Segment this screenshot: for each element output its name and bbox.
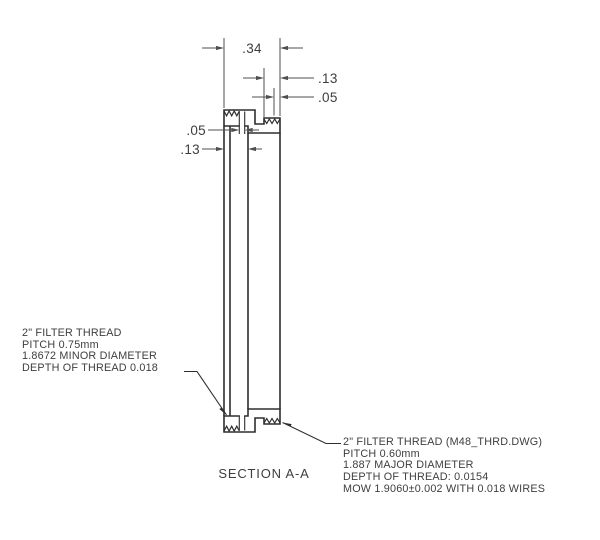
left-note-leader [184, 370, 227, 416]
dimension-lines [202, 38, 314, 152]
note-line: DEPTH OF THREAD: 0.0154 [343, 471, 489, 484]
right-note-leader [282, 422, 341, 445]
note-line: 1.887 MAJOR DIAMETER [343, 459, 474, 472]
dim-right-step-large: .13 [318, 71, 338, 86]
note-line: MOW 1.9060±0.002 WITH 0.018 WIRES [343, 482, 546, 495]
section-title: SECTION A-A [218, 466, 310, 481]
female-thread-note: 2" FILTER THREAD PITCH 0.75mm 1.8672 MIN… [22, 327, 158, 375]
male-thread-note: 2" FILTER THREAD (M48_THRD.DWG) PITCH 0.… [343, 436, 546, 495]
top-slot [239, 111, 245, 128]
note-line: 2" FILTER THREAD (M48_THRD.DWG) [343, 436, 543, 448]
extension-lines [223, 38, 281, 117]
dim-left-slot-width: .05 [186, 123, 206, 138]
leader-lines [184, 370, 341, 445]
dim-overall-thickness: .34 [242, 41, 262, 56]
female-thread-teeth-top [223, 109, 240, 118]
note-line: DEPTH OF THREAD 0.018 [22, 362, 158, 375]
note-line: PITCH 0.60mm [343, 447, 420, 460]
bottom-slot [239, 414, 245, 431]
note-line: PITCH 0.75mm [22, 338, 99, 351]
dimension-arrowheads [216, 45, 288, 152]
dim-right-step-small: .05 [318, 90, 338, 105]
bottom-slot-walls [238, 415, 246, 431]
female-thread-teeth-bottom [223, 424, 240, 433]
note-line: 2" FILTER THREAD [22, 327, 122, 339]
dimension-tails [202, 47, 314, 150]
male-thread-teeth-bottom [263, 417, 281, 425]
note-line: 1.8672 MINOR DIAMETER [22, 350, 157, 363]
top-slot-walls [238, 111, 246, 134]
bore-silhouette-lines [223, 126, 281, 416]
dim-left-step-depth: .13 [180, 142, 200, 157]
male-thread-teeth-top [263, 117, 281, 125]
ring-cross-section [223, 109, 281, 433]
